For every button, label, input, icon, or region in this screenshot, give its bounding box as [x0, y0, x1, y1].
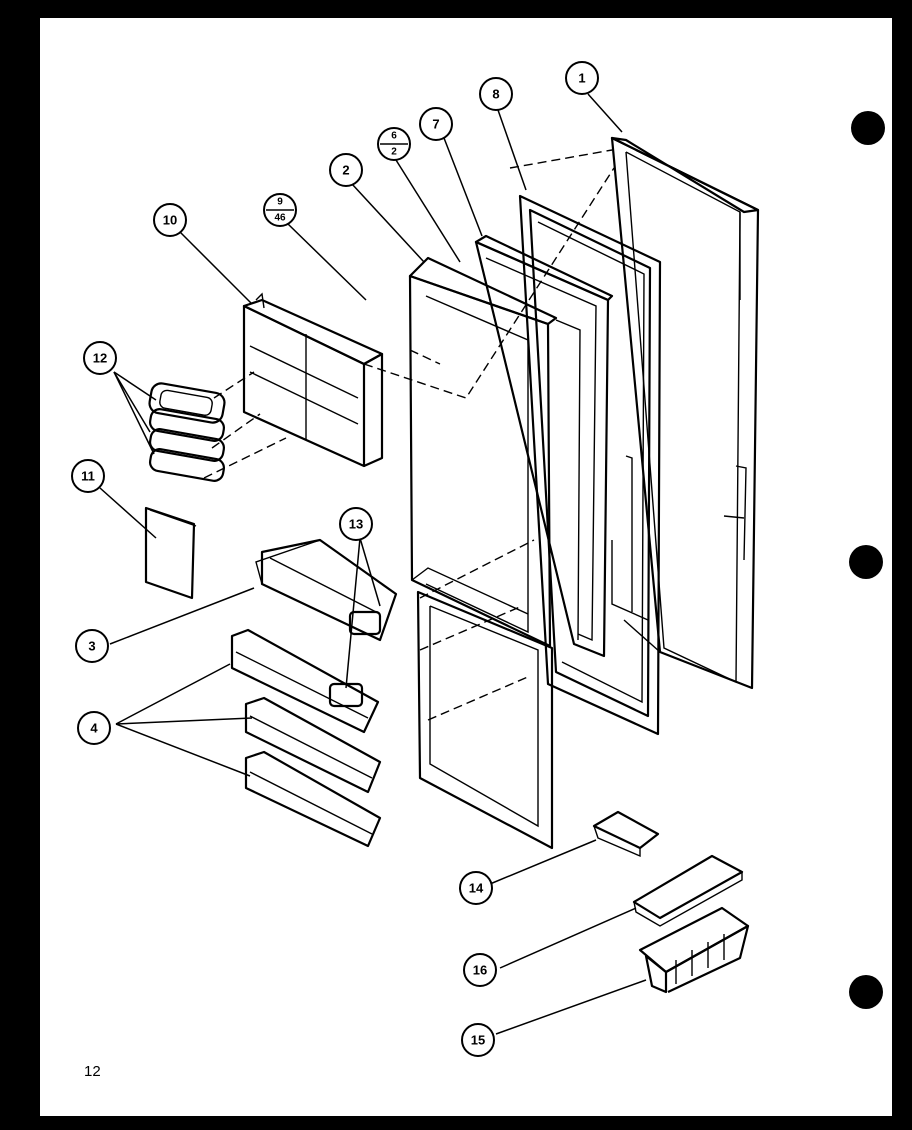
- part-dairy-bin: [255, 538, 398, 642]
- callout-16: 16: [463, 953, 497, 987]
- leader-lines: [99, 93, 647, 1035]
- svg-text:2: 2: [342, 163, 349, 178]
- callout-15: 15: [461, 1023, 495, 1057]
- svg-text:16: 16: [473, 963, 487, 978]
- callout-11: 11: [71, 459, 105, 493]
- part-small-tray: [592, 810, 660, 858]
- svg-text:11: 11: [81, 469, 95, 484]
- part-ice-bucket: [638, 906, 750, 994]
- callout-2: 2: [329, 153, 363, 187]
- part-door-gasket: [518, 194, 662, 736]
- diagram-sheet: [40, 18, 892, 1116]
- part-inner-door-liner: [408, 256, 558, 850]
- part-bin-lid: [632, 854, 744, 927]
- page-number: 12: [84, 1063, 101, 1080]
- callout-13: 13: [339, 507, 373, 541]
- callout-9-46: 9 46: [263, 193, 297, 227]
- svg-text:14: 14: [469, 881, 484, 896]
- callout-6-2: 6 2: [377, 127, 411, 161]
- part-small-cover: [144, 506, 197, 600]
- svg-text:9: 9: [277, 197, 283, 208]
- punch-hole-top: [851, 111, 885, 145]
- callout-10: 10: [153, 203, 187, 237]
- svg-text:6: 6: [391, 131, 397, 142]
- svg-text:4: 4: [90, 721, 98, 736]
- punch-hole-middle: [849, 545, 883, 579]
- callout-4: 4: [77, 711, 111, 745]
- svg-text:15: 15: [471, 1033, 485, 1048]
- callout-14: 14: [459, 871, 493, 905]
- callout-12: 12: [83, 341, 117, 375]
- alignment-lines: [203, 149, 615, 721]
- part-storage-containers: [148, 382, 226, 482]
- svg-text:3: 3: [88, 639, 95, 654]
- callout-1: 1: [565, 61, 599, 95]
- callout-3: 3: [75, 629, 109, 663]
- punch-hole-bottom: [849, 975, 883, 1009]
- svg-text:8: 8: [492, 87, 499, 102]
- part-door-bins: [230, 628, 382, 848]
- svg-text:7: 7: [432, 117, 439, 132]
- callout-7: 7: [419, 107, 453, 141]
- svg-text:10: 10: [163, 213, 177, 228]
- svg-text:12: 12: [93, 351, 107, 366]
- part-outer-door-panel: [610, 136, 760, 690]
- svg-text:46: 46: [274, 213, 286, 224]
- callout-8: 8: [479, 77, 513, 111]
- svg-text:2: 2: [391, 147, 397, 158]
- svg-text:13: 13: [349, 517, 363, 532]
- part-shelf-rack: [242, 292, 384, 468]
- svg-text:1: 1: [578, 71, 585, 86]
